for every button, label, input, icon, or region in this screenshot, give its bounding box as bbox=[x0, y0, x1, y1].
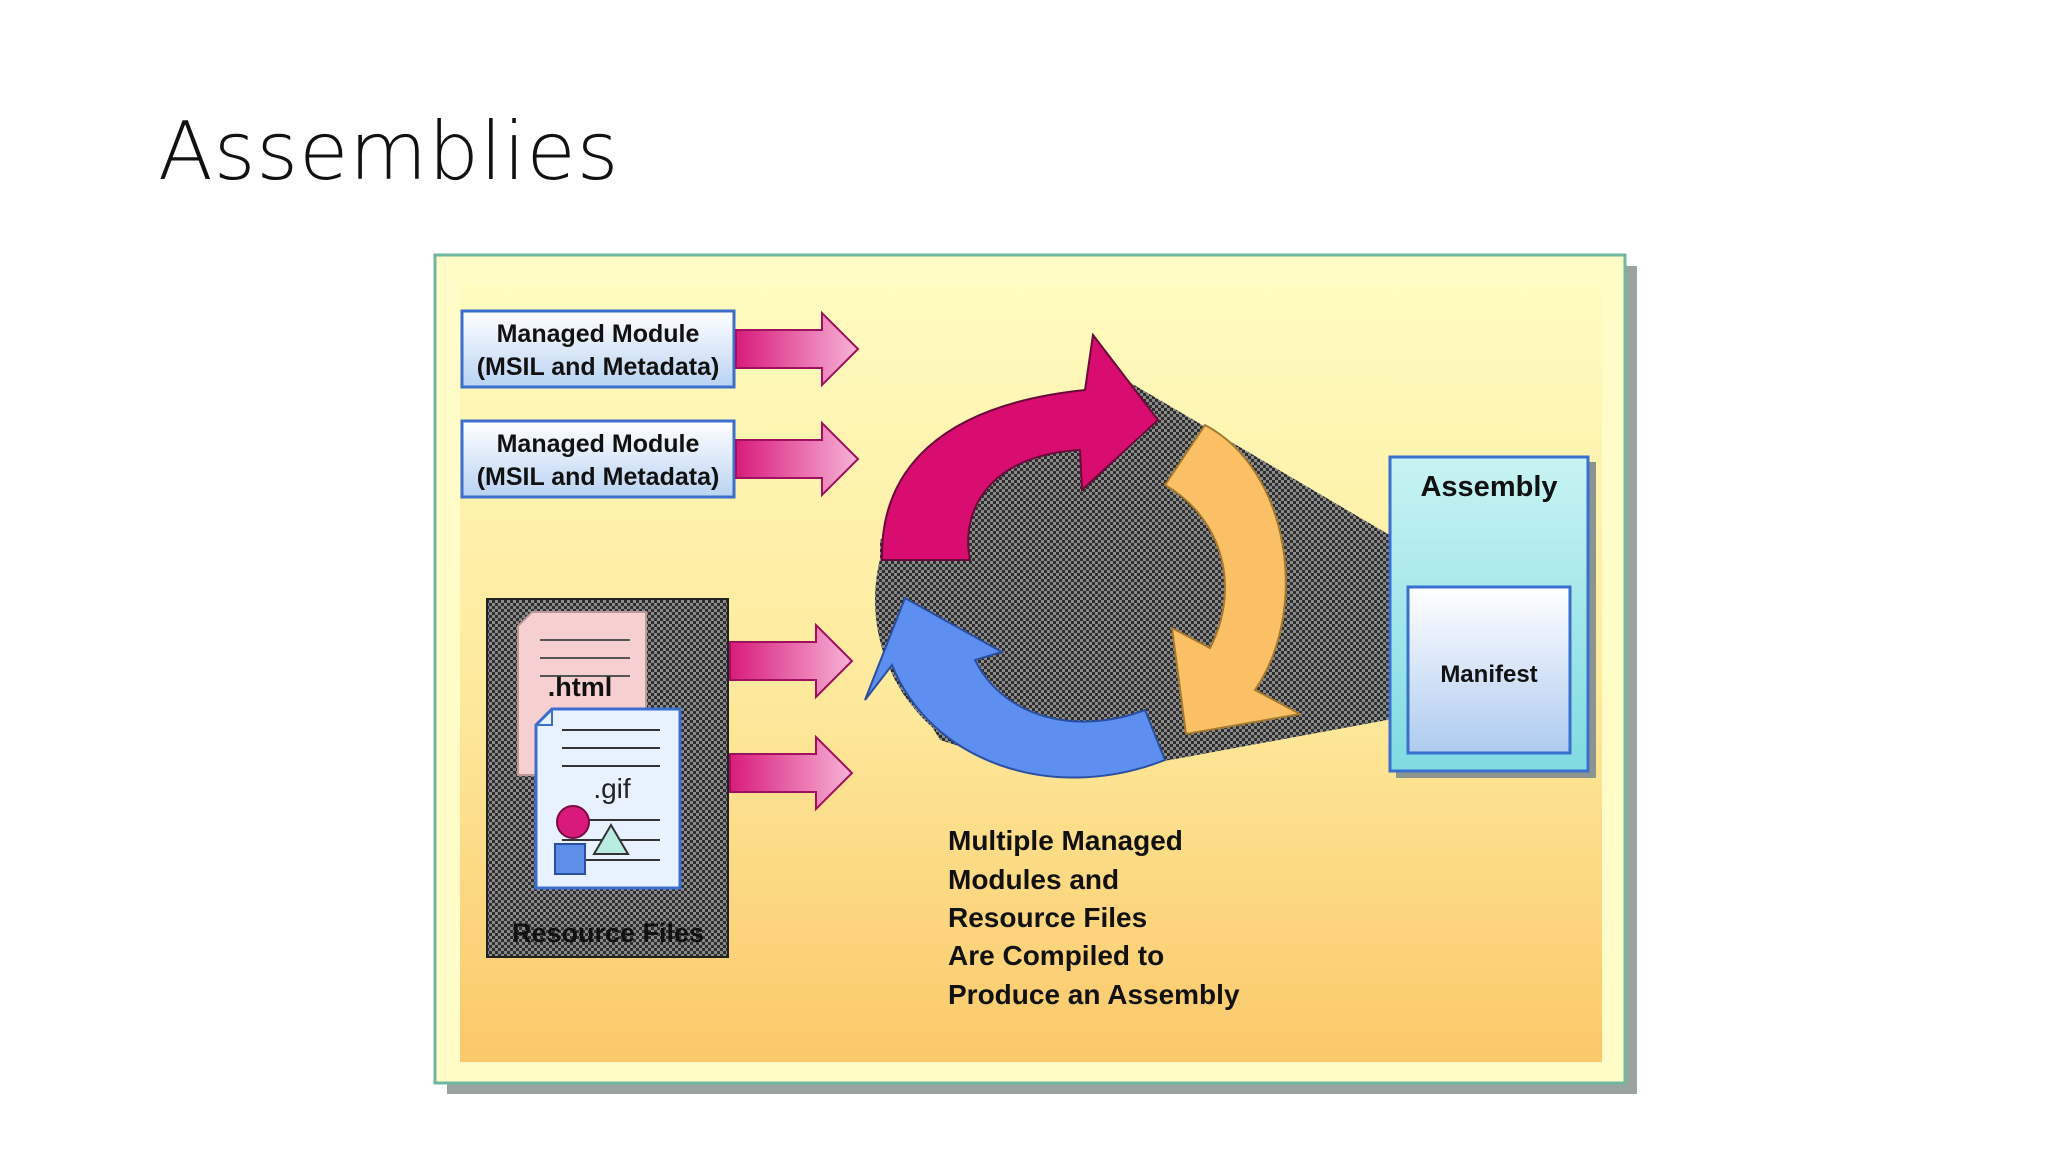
resource-files-label: Resource Files bbox=[512, 918, 704, 948]
manifest-box bbox=[1406, 585, 1572, 755]
input-arrows bbox=[729, 310, 860, 812]
arrow-right-icon bbox=[735, 420, 860, 498]
assembly-box: Assembly Manifest bbox=[1388, 455, 1596, 778]
caption-line: Resource Files bbox=[948, 902, 1147, 933]
orange-cycle-arrow-icon bbox=[1163, 423, 1304, 736]
square-shape-icon bbox=[554, 843, 586, 875]
file-label-gif: .gif bbox=[593, 773, 631, 804]
caption-line: Multiple Managed bbox=[948, 825, 1183, 856]
arrow-right-icon bbox=[729, 734, 854, 812]
managed-module-1: Managed Module (MSIL and Metadata) bbox=[460, 309, 736, 389]
magenta-cycle-arrow-icon bbox=[880, 332, 1160, 561]
blue-cycle-arrow-icon bbox=[864, 596, 1167, 779]
module-label-line2: (MSIL and Metadata) bbox=[477, 463, 720, 491]
caption-line: Modules and bbox=[948, 864, 1119, 895]
diagram-caption: Multiple Managed Modules and Resource Fi… bbox=[948, 825, 1240, 1010]
module-label-line1: Managed Module bbox=[497, 320, 700, 348]
circle-shape-icon bbox=[556, 805, 590, 839]
triangle-shape-icon bbox=[592, 823, 630, 855]
module-label-line1: Managed Module bbox=[497, 430, 700, 458]
caption-line: Produce an Assembly bbox=[948, 979, 1240, 1010]
file-label-html: .html bbox=[548, 672, 613, 702]
managed-module-2: Managed Module (MSIL and Metadata) bbox=[460, 419, 736, 499]
manifest-label: Manifest bbox=[1440, 661, 1537, 688]
compile-cycle bbox=[864, 332, 1398, 779]
slide-title: Assemblies bbox=[158, 105, 620, 198]
arrow-right-icon bbox=[735, 310, 860, 388]
caption-line: Are Compiled to bbox=[948, 940, 1164, 971]
gif-file-icon: .gif bbox=[534, 707, 682, 890]
arrow-right-icon bbox=[729, 622, 854, 700]
module-label-line2: (MSIL and Metadata) bbox=[477, 353, 720, 381]
assembly-title: Assembly bbox=[1420, 471, 1557, 503]
resource-files-panel: .html .gif Resource Files bbox=[486, 598, 729, 958]
